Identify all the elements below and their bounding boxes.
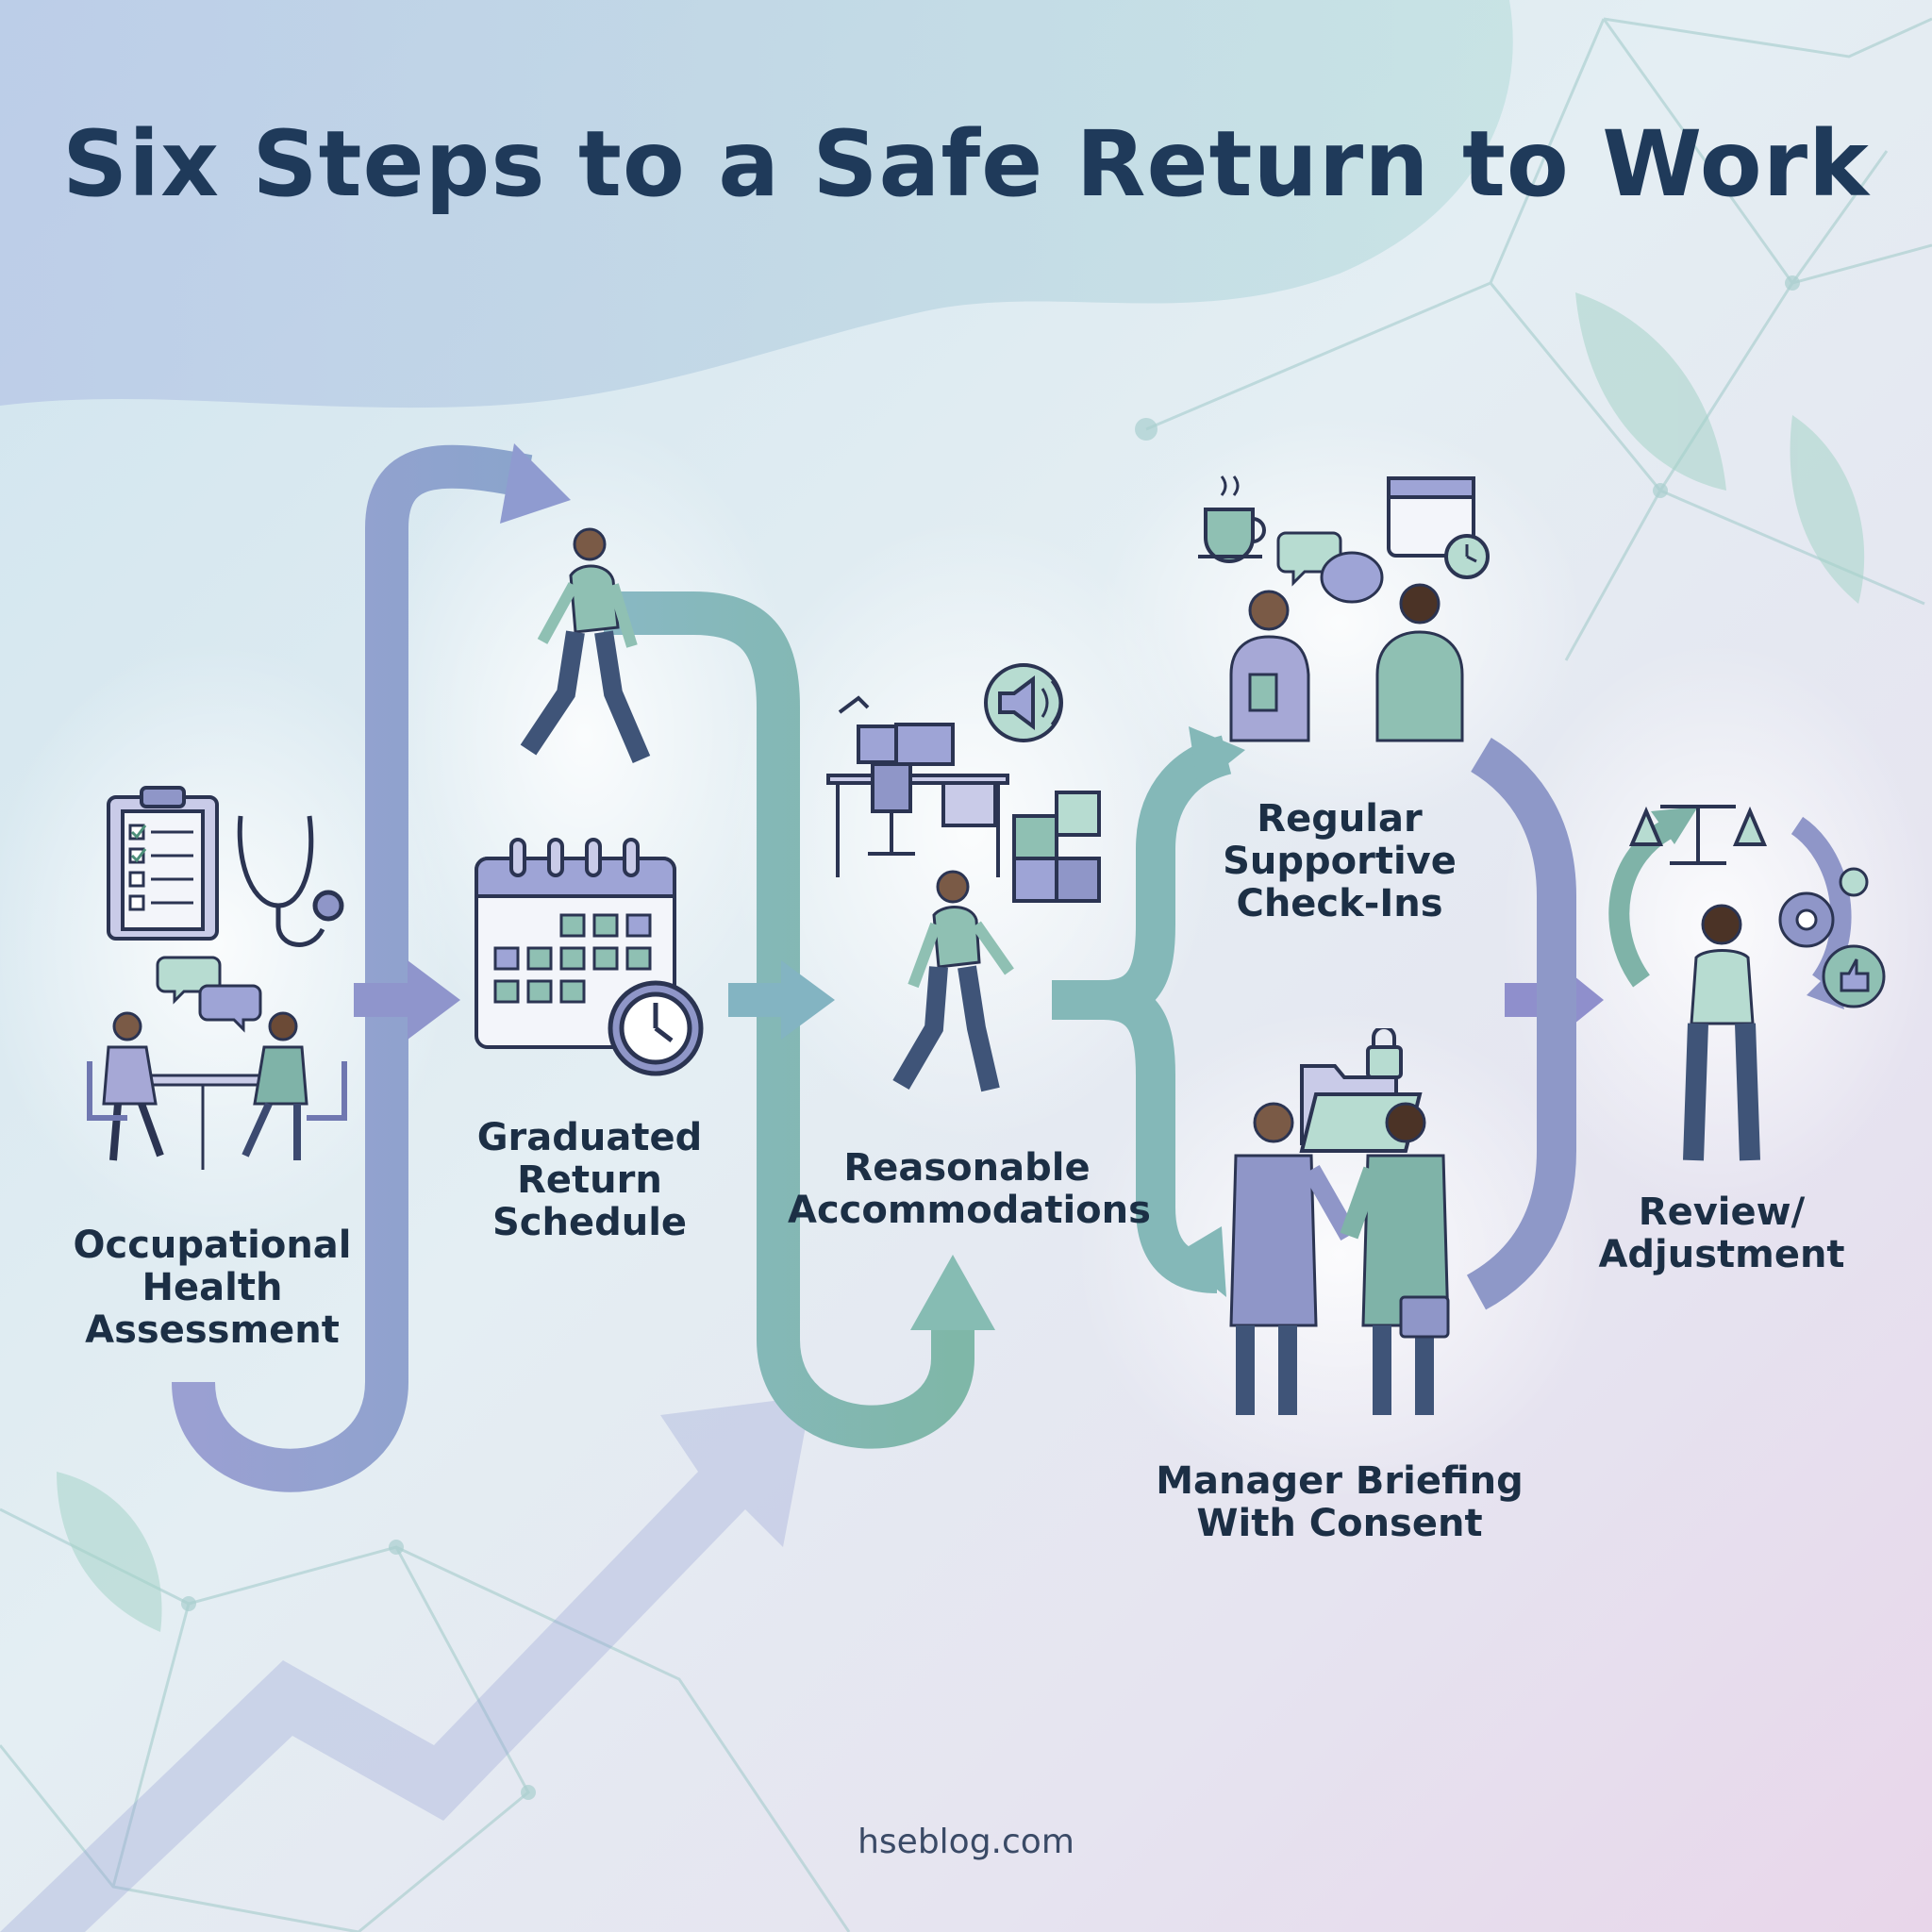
step-2-label: Graduated Return Schedule	[476, 1116, 703, 1244]
walking-person-icon	[520, 527, 651, 763]
clipboard-icon	[107, 786, 219, 941]
step-1-illustration	[87, 786, 347, 1170]
thumbs-up-icon	[1822, 944, 1886, 1008]
step-6-illustration	[1608, 805, 1886, 1161]
chat-bubble-icon	[156, 956, 262, 1033]
clock-icon	[608, 980, 704, 1076]
desk-icon	[826, 695, 1009, 877]
walking-person-icon	[892, 870, 1014, 1092]
step-4-illustration	[1198, 475, 1490, 742]
briefcase-icon	[1399, 1295, 1450, 1339]
puzzle-icon	[1012, 791, 1101, 903]
stethoscope-icon	[237, 815, 344, 947]
flow-arrow-1	[172, 444, 533, 1492]
step-3-illustration	[826, 663, 1101, 1092]
step-3-label: Reasonable Accommodations	[788, 1146, 1151, 1232]
step-2-illustration	[475, 527, 704, 1076]
step-5-label: Manager Briefing With Consent	[1156, 1459, 1524, 1545]
folder-lock-icon	[1299, 1028, 1423, 1153]
coffee-icon	[1198, 475, 1266, 563]
gear-icon	[1778, 867, 1869, 948]
step-5-illustration	[1229, 1028, 1450, 1415]
step-1-label: Occupational Health Assessment	[73, 1224, 352, 1352]
footer-source: hseblog.com	[858, 1823, 1074, 1861]
speaker-icon	[984, 663, 1063, 742]
meeting-scene	[87, 1011, 347, 1170]
page-title: Six Steps to a Safe Return to Work	[62, 111, 1870, 217]
step-6-label: Review/ Adjustment	[1598, 1191, 1845, 1276]
step-4-label: Regular Supportive Check-Ins	[1223, 797, 1457, 925]
handshake-icon	[1229, 1102, 1450, 1415]
person-standing-icon	[1683, 904, 1760, 1161]
chat-bubble-icon	[1276, 531, 1384, 604]
calendar-clock-icon	[1387, 476, 1490, 579]
two-people-talking	[1229, 583, 1464, 742]
scales-icon	[1628, 805, 1768, 865]
